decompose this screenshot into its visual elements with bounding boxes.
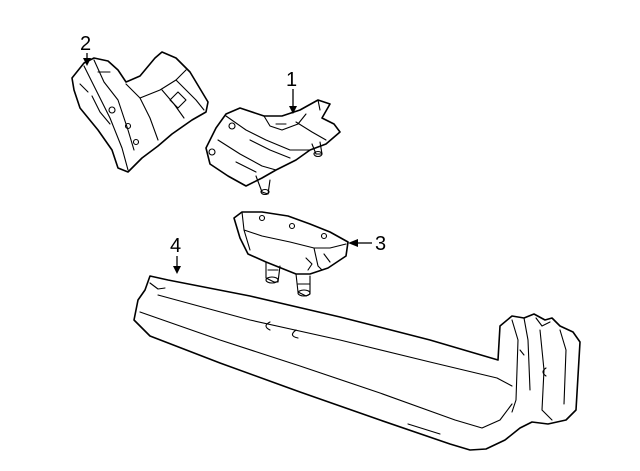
part-3-insulator[interactable] bbox=[233, 211, 349, 297]
callout-1: 1 bbox=[286, 69, 297, 91]
part-1-engine-mount[interactable] bbox=[205, 99, 341, 196]
part-4-crossmember[interactable] bbox=[133, 275, 581, 451]
callout-leader-3 bbox=[348, 239, 372, 247]
callout-leader-2 bbox=[83, 53, 91, 66]
callout-2: 2 bbox=[80, 33, 91, 55]
callout-4: 4 bbox=[170, 235, 181, 257]
callout-3: 3 bbox=[375, 233, 386, 255]
callout-leader-4 bbox=[173, 256, 181, 274]
part-2-bracket[interactable] bbox=[71, 51, 209, 173]
callout-leader-1 bbox=[289, 89, 297, 114]
